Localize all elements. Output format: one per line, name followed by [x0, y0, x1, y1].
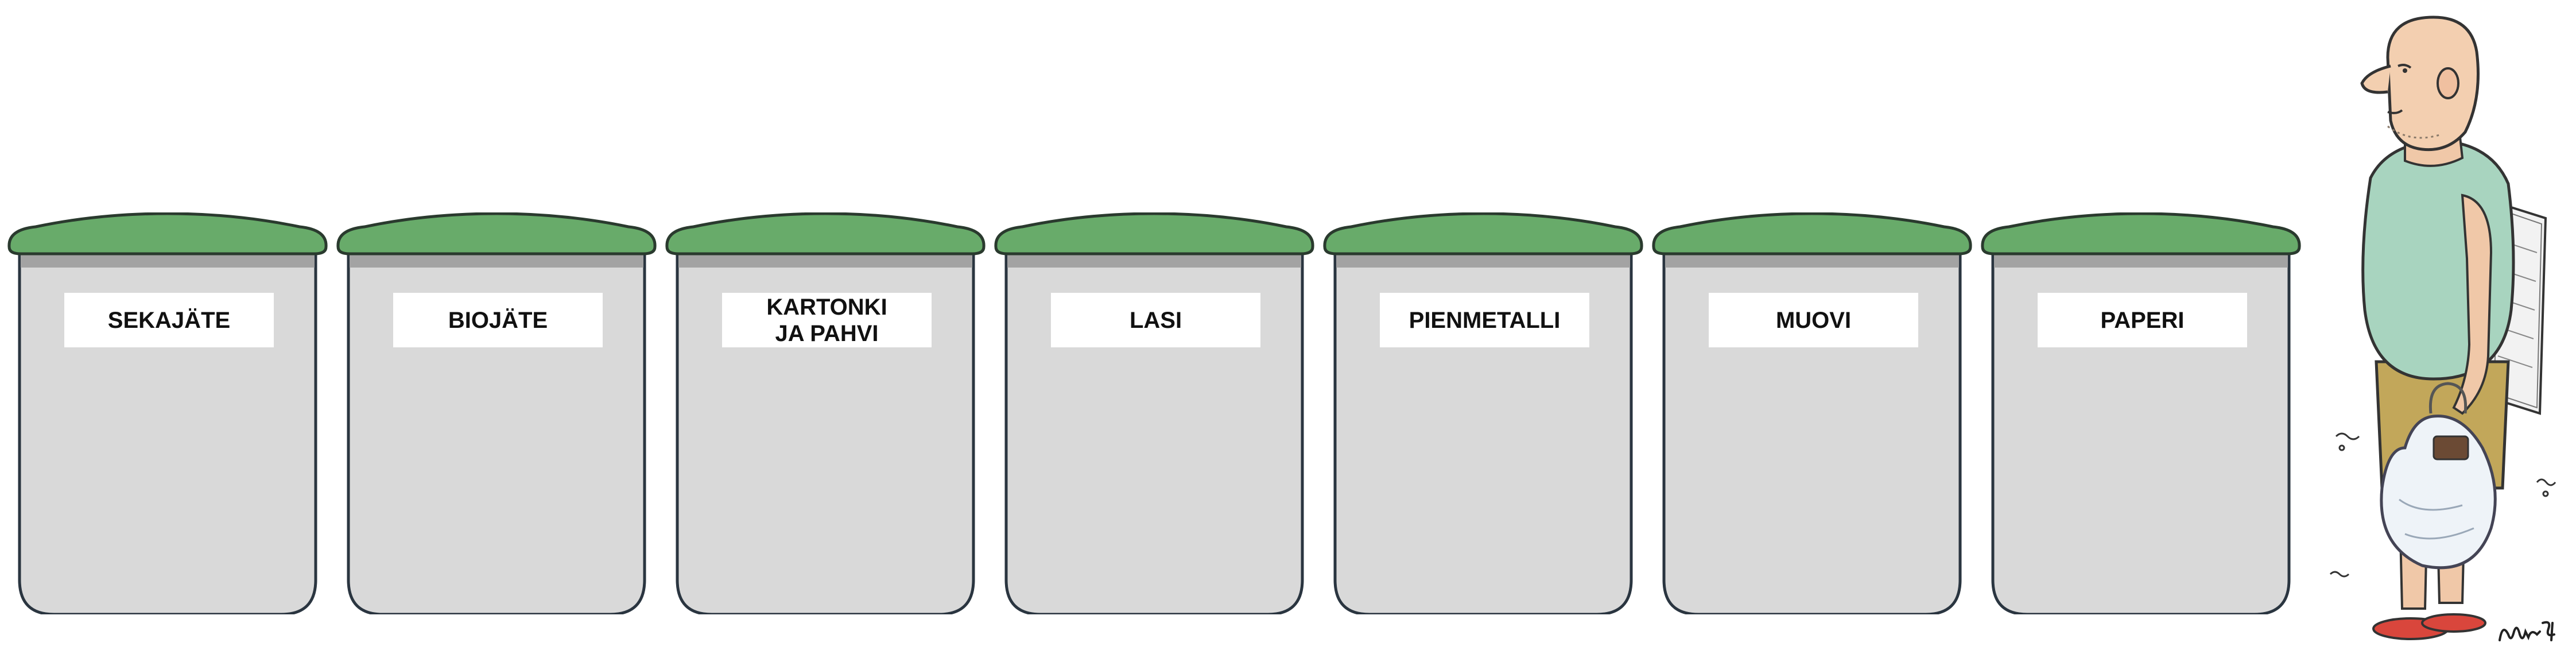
man-with-bag-illustration: [2329, 16, 2556, 640]
bin-label: SEKAJÄTE: [64, 293, 274, 347]
bin-label: KARTONKI JA PAHVI: [722, 293, 932, 347]
trash-bin-icon: [336, 212, 657, 614]
bin-paperi[interactable]: PAPERI: [1980, 212, 2302, 614]
bin-lasi[interactable]: LASI: [994, 212, 1315, 614]
bin-label: BIOJÄTE: [393, 293, 603, 347]
trash-bin-icon: [1652, 212, 1972, 614]
trash-bin-icon: [7, 212, 328, 614]
artist-signature-icon: [2499, 621, 2555, 641]
bin-muovi[interactable]: MUOVI: [1651, 212, 1973, 614]
trash-bin-icon: [994, 212, 1314, 614]
bin-kartonki-ja-pahvi[interactable]: KARTONKI JA PAHVI: [665, 212, 986, 614]
bin-pienmetalli[interactable]: PIENMETALLI: [1322, 212, 1644, 614]
plastic-bag-icon: [2380, 382, 2497, 570]
trash-bin-icon: [1981, 212, 2301, 614]
bin-label: PIENMETALLI: [1380, 293, 1589, 347]
fly-icon: [2329, 432, 2556, 578]
head-icon: [2386, 16, 2480, 152]
bin-label: MUOVI: [1709, 293, 1918, 347]
trash-bin-icon: [1323, 212, 1643, 614]
trash-bin-icon: [665, 212, 986, 614]
bin-label: LASI: [1051, 293, 1260, 347]
bin-biojate[interactable]: BIOJÄTE: [336, 212, 657, 614]
sandal-icon: [2421, 613, 2486, 633]
bin-sekajate[interactable]: SEKAJÄTE: [7, 212, 328, 614]
bin-label: PAPERI: [2038, 293, 2247, 347]
